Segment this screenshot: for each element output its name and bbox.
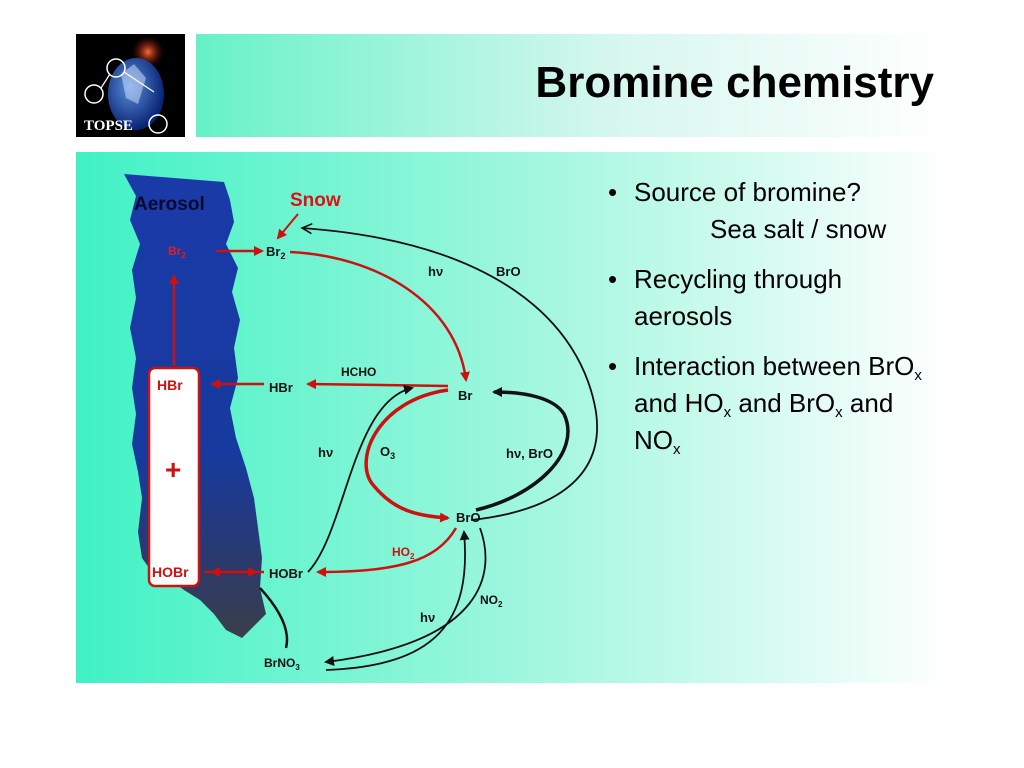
slide-title: Bromine chemistry <box>535 58 934 107</box>
brno3-label: BrNO3 <box>264 656 300 672</box>
content-panel: Aerosol Br2 HBr + HOBr Snow Br2 hν BrO B… <box>76 152 948 683</box>
hobr-aerosol-label: HOBr <box>152 564 189 580</box>
bro-to-br2-arrow <box>302 228 598 521</box>
topse-logo: TOPSE <box>76 34 185 137</box>
bromine-cycle-diagram: Aerosol Br2 HBr + HOBr Snow Br2 hν BrO B… <box>124 174 598 672</box>
bullet-recycling: • Recycling through aerosols <box>606 261 946 335</box>
br2-photolysis-arrow <box>289 250 470 382</box>
plus-sign: + <box>165 454 181 485</box>
br-to-hbr-arrow <box>306 379 449 390</box>
title-bar: Bromine chemistry <box>196 34 948 137</box>
bro-no2-arrow <box>324 527 487 666</box>
bullet-source-subtext: Sea salt / snow <box>710 214 887 244</box>
bullet-recycling-text: Recycling through aerosols <box>634 264 843 331</box>
bullet-source-text: Source of bromine? <box>634 177 861 207</box>
bullet-interaction: • Interaction between BrOx and HOx and B… <box>606 348 946 459</box>
logo-text: TOPSE <box>84 118 133 134</box>
hcho-label: HCHO <box>341 365 376 379</box>
hbr-aerosol-label: HBr <box>157 377 183 393</box>
bro-ho2-arrow <box>316 527 458 577</box>
hobr-photolysis-arrow <box>307 384 414 573</box>
bullet-source: • Source of bromine? Sea salt / snow <box>606 174 946 248</box>
bullet-dot: • <box>608 177 618 207</box>
bro-photolysis-arrow <box>475 387 570 512</box>
br-o3-arrow <box>364 388 450 523</box>
hobr-gas-label: HOBr <box>269 566 303 581</box>
brno3-photolysis-arrow <box>325 530 470 671</box>
brno3-aerosol-link <box>259 587 289 649</box>
bullet-list: • Source of bromine? Sea salt / snow • R… <box>606 174 946 472</box>
snow-label: Snow <box>290 190 341 211</box>
snow-arrow <box>276 213 299 240</box>
bro-label: BrO <box>456 510 481 525</box>
hv-bottom-label: hν <box>420 610 435 625</box>
bullet-dot: • <box>608 264 618 294</box>
bullet-interaction-text: Interaction between BrOx and HOx and BrO… <box>634 351 922 458</box>
ho2-label: HO2 <box>392 545 415 561</box>
o3-label: O3 <box>380 444 395 461</box>
hv-left-label: hν <box>318 445 333 460</box>
hbr-gas-label: HBr <box>269 380 293 395</box>
no2-label: NO2 <box>480 593 503 609</box>
br2-aerosol-label: Br2 <box>168 244 186 260</box>
hv-top-label: hν <box>428 264 443 279</box>
br-label: Br <box>458 388 472 403</box>
bro-top-label: BrO <box>496 264 521 279</box>
aerosol-label: Aerosol <box>134 194 205 215</box>
bullet-dot: • <box>608 351 618 381</box>
br2-gas-label: Br2 <box>266 244 285 261</box>
hv-bro-label: hν, BrO <box>506 446 553 461</box>
aerosol-reservoir-box <box>147 366 201 588</box>
